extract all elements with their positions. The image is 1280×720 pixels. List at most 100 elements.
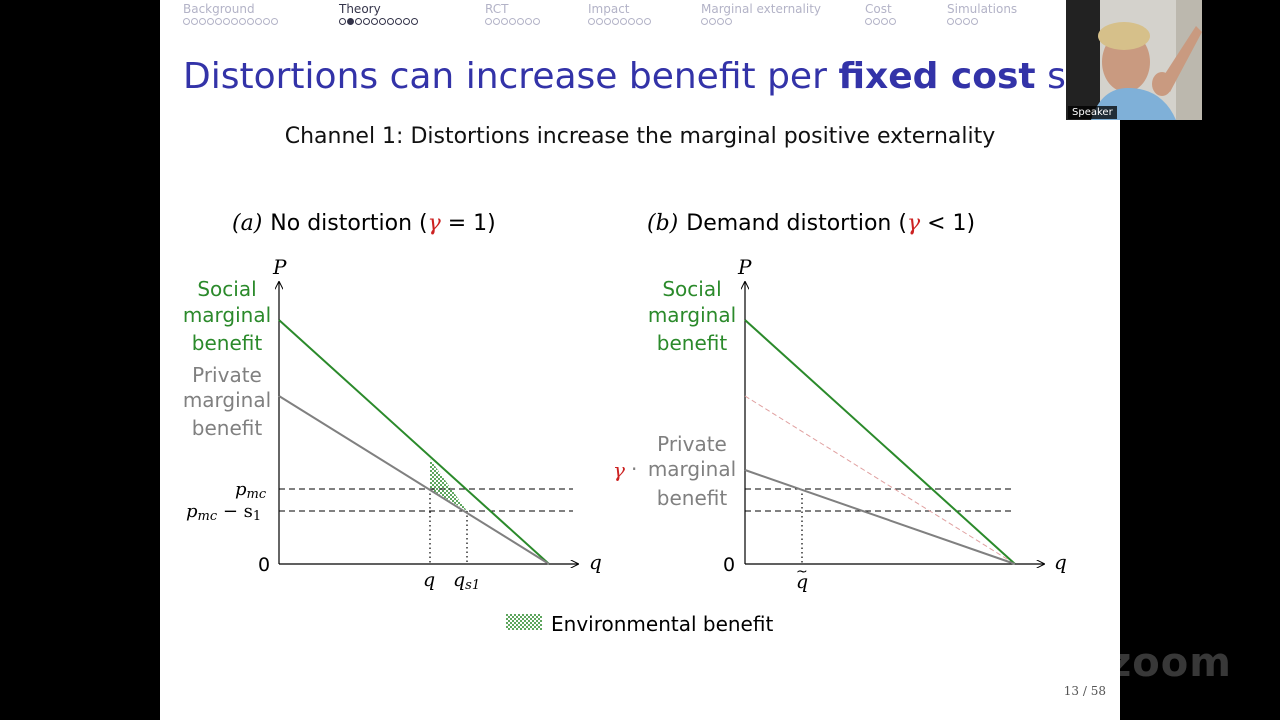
nav-slide-dot[interactable] — [223, 18, 230, 25]
nav-slide-dot[interactable] — [971, 18, 978, 25]
label-line: Social — [662, 277, 721, 301]
nav-section-simulations[interactable]: Simulations — [947, 2, 1018, 16]
nav-slide-dot[interactable] — [509, 18, 516, 25]
nav-slide-dot[interactable] — [717, 18, 724, 25]
label-line: benefit — [657, 331, 728, 355]
nav-slide-dot[interactable] — [881, 18, 888, 25]
label-line: marginal — [183, 303, 271, 327]
panel-a-pmc-minus-s-label: pmc − s1 — [186, 501, 261, 524]
nav-slide-dot[interactable] — [947, 18, 954, 25]
nav-slide-dot[interactable] — [493, 18, 500, 25]
nav-dots — [947, 18, 979, 25]
panel-a-social-benefit-line — [278, 319, 550, 565]
panel-b-q-tilde-label: q — [796, 571, 808, 593]
nav-section-impact[interactable]: Impact — [588, 2, 630, 16]
nav-slide-dot[interactable] — [231, 18, 238, 25]
nav-slide-dot[interactable] — [247, 18, 254, 25]
nav-section-theory[interactable]: Theory — [339, 2, 381, 16]
panel-b-gamma-dot: · — [631, 457, 637, 481]
nav-slide-dot[interactable] — [411, 18, 418, 25]
nav-slide-dot[interactable] — [403, 18, 410, 25]
page-number: 13 / 58 — [1063, 684, 1106, 698]
panel-b-gamma-symbol: γ — [613, 458, 625, 482]
label-line: Private — [192, 363, 262, 387]
label-line: benefit — [192, 416, 263, 440]
nav-section-background[interactable]: Background — [183, 2, 255, 16]
nav-slide-dot[interactable] — [889, 18, 896, 25]
nav-slide-dot[interactable] — [865, 18, 872, 25]
nav-slide-dot[interactable] — [347, 18, 354, 25]
nav-slide-dot[interactable] — [371, 18, 378, 25]
nav-slide-dot[interactable] — [395, 18, 402, 25]
nav-slide-dot[interactable] — [701, 18, 708, 25]
pmc-p: p — [186, 501, 198, 522]
nav-slide-dot[interactable] — [263, 18, 270, 25]
nav-slide-dot[interactable] — [636, 18, 643, 25]
label-line: benefit — [192, 331, 263, 355]
panel-b-caption-text: Demand distortion ( — [686, 211, 907, 236]
label-line: marginal — [648, 303, 736, 327]
nav-section-cost[interactable]: Cost — [865, 2, 892, 16]
nav-slide-dot[interactable] — [339, 18, 346, 25]
nav-slide-dot[interactable] — [239, 18, 246, 25]
nav-slide-dot[interactable] — [379, 18, 386, 25]
nav-slide-dot[interactable] — [709, 18, 716, 25]
nav-slide-dot[interactable] — [596, 18, 603, 25]
nav-slide-dot[interactable] — [255, 18, 262, 25]
nav-slide-dot[interactable] — [271, 18, 278, 25]
nav-slide-dot[interactable] — [363, 18, 370, 25]
panel-a-gamma: γ — [428, 211, 442, 236]
panel-b-caption-tail: < 1) — [920, 211, 975, 236]
panel-b-y-axis-label: P — [737, 255, 752, 279]
nav-slide-dot[interactable] — [604, 18, 611, 25]
nav-section-marginal-externality[interactable]: Marginal externality — [701, 2, 822, 16]
panel-a-qs-label: qs1 — [453, 569, 480, 593]
panel-a: (a)No distortion (γ = 1) P q 0 Social ma… — [183, 211, 602, 593]
legend-swatch — [506, 614, 542, 630]
panel-b-gamma: γ — [907, 211, 921, 236]
title-part-1: Distortions can increase benefit per — [183, 56, 839, 97]
nav-slide-dot[interactable] — [387, 18, 394, 25]
panel-a-caption: (a)No distortion (γ = 1) — [232, 211, 496, 236]
panel-b-x-axis-label: q — [1054, 550, 1067, 574]
qs-sub: s1 — [465, 578, 480, 593]
nav-slide-dot[interactable] — [628, 18, 635, 25]
speaker-video-thumbnail[interactable] — [1066, 0, 1202, 120]
pmc-sub: mc — [247, 487, 267, 502]
nav-slide-dot[interactable] — [963, 18, 970, 25]
panel-b-origin: 0 — [723, 554, 735, 576]
nav-slide-dot[interactable] — [955, 18, 962, 25]
nav-slide-dot[interactable] — [191, 18, 198, 25]
nav-slide-dot[interactable] — [873, 18, 880, 25]
nav-slide-dot[interactable] — [588, 18, 595, 25]
panel-a-y-axis-label: P — [272, 255, 287, 279]
pmc-p: p — [235, 479, 247, 500]
nav-slide-dot[interactable] — [517, 18, 524, 25]
nav-slide-dot[interactable] — [485, 18, 492, 25]
nav-dots — [588, 18, 652, 25]
slide: Background Theory RCT Impact Marginal extern… — [160, 0, 1120, 720]
nav-slide-dot[interactable] — [612, 18, 619, 25]
nav-slide-dot[interactable] — [620, 18, 627, 25]
nav-slide-dot[interactable] — [725, 18, 732, 25]
legend-label: Environmental benefit — [551, 612, 773, 636]
environmental-benefit-area — [430, 459, 467, 511]
panel-b: (b)Demand distortion (γ < 1) P q 0 Socia… — [613, 211, 1067, 593]
pmc-sub: mc — [198, 509, 218, 524]
nav-dots — [485, 18, 541, 25]
nav-dots — [701, 18, 733, 25]
panel-a-private-label: Private marginal benefit — [183, 363, 271, 440]
nav-slide-dot[interactable] — [215, 18, 222, 25]
nav-slide-dot[interactable] — [501, 18, 508, 25]
nav-section-rct[interactable]: RCT — [485, 2, 509, 16]
label-line: benefit — [657, 486, 728, 510]
nav-slide-dot[interactable] — [525, 18, 532, 25]
nav-slide-dot[interactable] — [207, 18, 214, 25]
nav-slide-dot[interactable] — [183, 18, 190, 25]
nav-slide-dot[interactable] — [355, 18, 362, 25]
nav-slide-dot[interactable] — [199, 18, 206, 25]
title-bold-part: fixed cost — [838, 56, 1036, 97]
nav-slide-dot[interactable] — [644, 18, 651, 25]
panel-a-pmc-label: pmc — [235, 479, 267, 502]
nav-slide-dot[interactable] — [533, 18, 540, 25]
